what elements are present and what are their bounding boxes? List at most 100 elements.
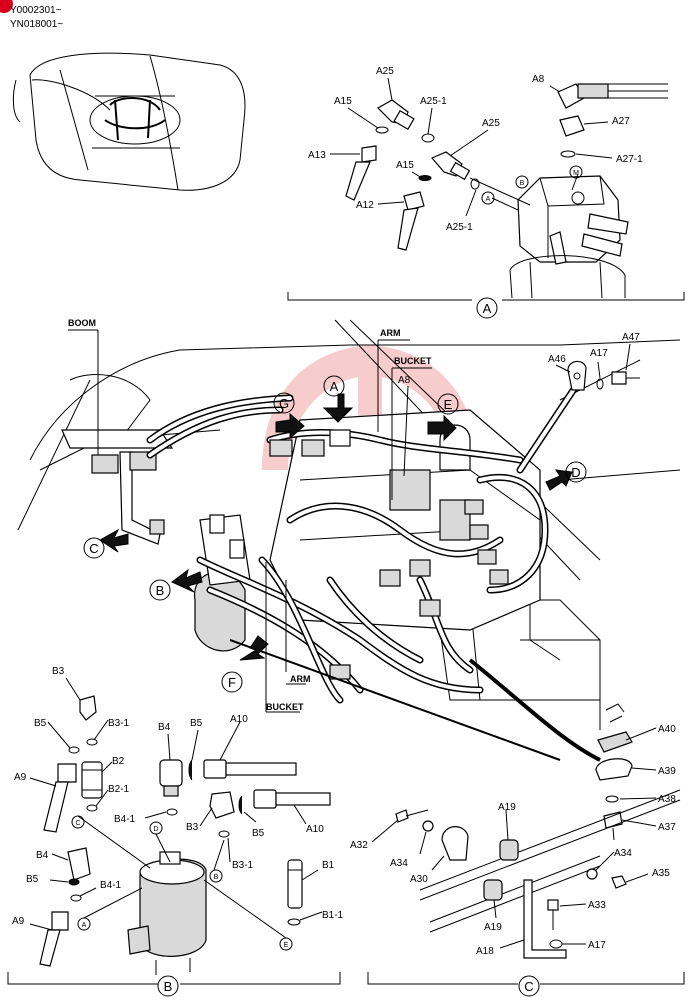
svg-text:E: E	[444, 397, 453, 412]
svg-text:C: C	[89, 541, 98, 556]
callout-d-main: D	[565, 461, 587, 483]
label-a15-mid: A15	[396, 160, 414, 171]
label-a27: A27	[612, 116, 630, 127]
small-callout-b-detail-b: B	[209, 869, 223, 883]
label-a8: A8	[532, 74, 545, 85]
svg-text:M: M	[573, 170, 579, 177]
label-arm-top: ARM	[380, 328, 401, 338]
label-a18: A18	[476, 946, 494, 957]
detail-a-parts	[330, 77, 668, 299]
label-a12: A12	[356, 200, 374, 211]
svg-text:B: B	[520, 180, 525, 187]
corner-badge	[0, 0, 13, 13]
small-callout-c-detail-b: C	[71, 815, 85, 829]
small-callout-a-detail-b: A	[77, 917, 91, 931]
main-valve-assembly	[17, 319, 681, 762]
svg-text:E: E	[284, 942, 289, 949]
label-b3-1-right: B3-1	[232, 860, 254, 871]
label-b5-right: B5	[252, 828, 265, 839]
label-a37: A37	[658, 822, 676, 833]
svg-text:A: A	[330, 379, 339, 394]
label-a39: A39	[658, 766, 676, 777]
label-a34-left: A34	[390, 858, 408, 869]
svg-text:C: C	[75, 820, 80, 827]
label-b2-1: B2-1	[108, 784, 130, 795]
label-b1-1: B1-1	[322, 910, 344, 921]
svg-text:A: A	[486, 196, 491, 203]
label-b5-top: B5	[34, 718, 47, 729]
label-a40: A40	[658, 724, 676, 735]
label-a27-1: A27-1	[616, 154, 643, 165]
label-a17: A17	[588, 940, 606, 951]
small-callout-e-detail-b: E	[279, 937, 293, 951]
label-b4-1-mid: B4-1	[114, 814, 136, 825]
label-b3-1-top: B3-1	[108, 718, 130, 729]
label-a25-top: A25	[376, 66, 394, 77]
svg-text:B: B	[164, 979, 173, 994]
label-a32: A32	[350, 840, 368, 851]
label-arm-bottom: ARM	[290, 674, 311, 684]
excavator-overview-sketch	[12, 52, 246, 191]
label-b4-1-bot: B4-1	[100, 880, 122, 891]
callout-f-main: F	[221, 671, 243, 693]
label-bucket-bottom: BUCKET	[266, 702, 304, 712]
callout-b-main: B	[149, 579, 171, 601]
small-callout-b-detail-a: B	[515, 175, 529, 189]
section-callout-a: A	[476, 297, 498, 319]
svg-text:C: C	[524, 979, 533, 994]
label-a25-mid: A25	[482, 118, 500, 129]
svg-text:G: G	[279, 396, 289, 411]
svg-text:B: B	[214, 874, 219, 881]
label-a47: A47	[622, 332, 640, 343]
small-callout-a-detail-a: A	[481, 191, 495, 205]
small-callout-d-detail-b: D	[149, 821, 163, 835]
label-a46: A46	[548, 354, 566, 365]
label-b2: B2	[112, 756, 125, 767]
label-a30: A30	[410, 874, 428, 885]
detail-c-bracket	[367, 972, 685, 985]
label-a15-top: A15	[334, 96, 352, 107]
label-a9-bot: A9	[12, 916, 25, 927]
detail-b-parts	[29, 677, 331, 975]
label-a25-1-bot: A25-1	[446, 222, 473, 233]
label-a38: A38	[658, 794, 676, 805]
label-b5-bot: B5	[26, 874, 39, 885]
label-a8-main: A8	[398, 375, 411, 386]
label-a9-top: A9	[14, 772, 27, 783]
section-callout-b: B	[157, 975, 179, 997]
label-b4-top: B4	[158, 722, 171, 733]
callout-e-main: E	[437, 393, 459, 415]
svg-text:B: B	[156, 583, 165, 598]
label-a19-bot: A19	[484, 922, 502, 933]
label-a25-1-top: A25-1	[420, 96, 447, 107]
detail-b-bracket	[7, 972, 341, 985]
label-a33: A33	[588, 900, 606, 911]
detail-a-bracket	[287, 292, 685, 301]
svg-text:A: A	[82, 922, 87, 929]
svg-text:D: D	[571, 465, 580, 480]
label-a19-top: A19	[498, 802, 516, 813]
label-b5-mid: B5	[190, 718, 203, 729]
label-a17-top: A17	[590, 348, 608, 359]
svg-text:D: D	[153, 826, 158, 833]
svg-text:F: F	[228, 675, 236, 690]
label-a10-bot: A10	[306, 824, 324, 835]
detail-c-parts	[371, 703, 681, 959]
label-bucket-top: BUCKET	[394, 356, 432, 366]
callout-c-main: C	[83, 537, 105, 559]
section-callout-c: C	[518, 975, 540, 997]
label-a13: A13	[308, 150, 326, 161]
label-a34-right: A34	[614, 848, 632, 859]
callout-g-main: G	[273, 392, 295, 414]
label-b3-top: B3	[52, 666, 65, 677]
serial-range-1: Y0002301~	[10, 5, 62, 16]
label-b1: B1	[322, 860, 335, 871]
small-callout-m-detail-a: M	[569, 165, 583, 179]
label-b4-bot: B4	[36, 850, 49, 861]
label-boom: BOOM	[68, 318, 96, 328]
svg-text:A: A	[483, 301, 492, 316]
label-a35: A35	[652, 868, 670, 879]
label-a10-top: A10	[230, 714, 248, 725]
label-b3-mid: B3	[186, 822, 199, 833]
